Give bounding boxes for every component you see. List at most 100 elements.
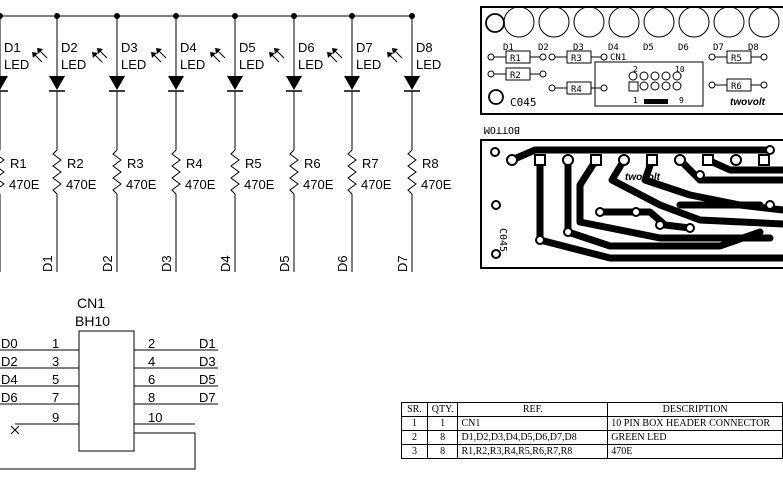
pcb-resistor-label: R4 bbox=[571, 85, 582, 95]
pcb-pad bbox=[730, 154, 742, 166]
pcb-led-outline bbox=[608, 6, 640, 38]
pcb-pad bbox=[655, 220, 665, 230]
pcb-led-label: D4 bbox=[608, 43, 619, 53]
bom-cell: 3 bbox=[401, 444, 428, 459]
junction-dot bbox=[0, 13, 3, 19]
pcb-bottom-view: BOTTOM twovolt C045 bbox=[480, 124, 783, 269]
pcb-pad bbox=[534, 154, 546, 166]
resistor-ref: R7 bbox=[362, 156, 379, 171]
pcb-traces bbox=[508, 146, 783, 262]
pcb-pad bbox=[765, 200, 775, 210]
net-label: D2 bbox=[100, 255, 115, 272]
pcb-led-outline bbox=[573, 6, 605, 38]
pcb-pad bbox=[535, 235, 545, 245]
pcb-top-code: C045 bbox=[510, 96, 537, 109]
connector-pin-left: 9 bbox=[52, 410, 59, 425]
pcb-pad bbox=[539, 53, 547, 61]
connector-net-right: D1 bbox=[199, 336, 216, 351]
bom-cell: 10 PIN BOX HEADER CONNECTOR bbox=[607, 416, 783, 431]
bom-header: QTY. bbox=[426, 402, 459, 417]
pin10-wire bbox=[0, 432, 196, 470]
pcb-pad bbox=[548, 84, 556, 92]
header-pin-label: 9 bbox=[679, 96, 684, 105]
no-connect-x bbox=[10, 425, 20, 435]
connector-pin-left: 7 bbox=[52, 390, 59, 405]
resistor-value: 470E bbox=[361, 177, 392, 192]
led-value: LED bbox=[416, 57, 441, 72]
connector-pin-right: 8 bbox=[148, 390, 155, 405]
pcb-resistor-label: R6 bbox=[731, 82, 742, 92]
resistor-value: 470E bbox=[421, 177, 452, 192]
bom-cell: GREEN LED bbox=[607, 430, 783, 445]
bom-cell: D1,D2,D3,D4,D5,D6,D7,D8 bbox=[457, 430, 609, 445]
pcb-bottom-title: BOTTOM bbox=[484, 124, 520, 135]
pcb-led-outline bbox=[503, 6, 535, 38]
bom-cell: CN1 bbox=[457, 416, 609, 431]
pcb-pad bbox=[760, 81, 768, 89]
resistor-ref: R1 bbox=[10, 156, 27, 171]
led-ref: D4 bbox=[180, 40, 197, 55]
connector-pin-right: 10 bbox=[148, 410, 162, 425]
pcb-pad bbox=[631, 207, 641, 217]
pcb-led-outline bbox=[643, 6, 675, 38]
mounting-hole bbox=[488, 89, 504, 105]
pcb-pad bbox=[702, 154, 714, 166]
header-pin-label: 10 bbox=[675, 65, 685, 74]
bom-cell: 8 bbox=[426, 430, 459, 445]
pcb-led-outline bbox=[678, 6, 710, 38]
pcb-pad bbox=[674, 154, 686, 166]
resistor-symbol bbox=[112, 149, 122, 195]
led-value: LED bbox=[180, 57, 205, 72]
header-pin-label: 1 bbox=[633, 96, 638, 105]
connector-net-left: D6 bbox=[1, 390, 18, 405]
bom-cell: 1 bbox=[426, 416, 459, 431]
resistor-value: 470E bbox=[244, 177, 275, 192]
connector-net-right: D7 bbox=[199, 390, 216, 405]
net-label: D4 bbox=[218, 255, 233, 272]
pcb-pad bbox=[661, 81, 671, 91]
led-value: LED bbox=[298, 57, 323, 72]
resistor-value: 470E bbox=[66, 177, 97, 192]
led-value: LED bbox=[4, 57, 29, 72]
connector-net-right: D3 bbox=[199, 354, 216, 369]
bill-of-materials: SR. QTY. REF. DESCRIPTION 1 1 CN1 10 PIN… bbox=[401, 402, 783, 459]
led-value: LED bbox=[61, 57, 86, 72]
pcb-led-outline bbox=[713, 6, 745, 38]
pcb-led-label: D5 bbox=[643, 43, 654, 53]
bom-header: SR. bbox=[401, 402, 428, 417]
connector-ref: CN1 bbox=[77, 295, 105, 311]
connector-type: BH10 bbox=[75, 313, 110, 329]
pcb-pad bbox=[765, 145, 775, 155]
net-label: D6 bbox=[335, 255, 350, 272]
resistor-value: 470E bbox=[303, 177, 334, 192]
pcb-top-cn1-label: CN1 bbox=[610, 53, 626, 63]
pcb-pad bbox=[548, 53, 556, 61]
net-label: D5 bbox=[277, 255, 292, 272]
led-ref: D6 bbox=[298, 40, 315, 55]
pcb-resistor-label: R3 bbox=[571, 54, 582, 64]
pcb-led-outline bbox=[748, 6, 780, 38]
resistor-value: 470E bbox=[9, 177, 40, 192]
led-ref: D2 bbox=[61, 40, 78, 55]
pcb-pad bbox=[646, 154, 658, 166]
pcb-resistor-label: R2 bbox=[510, 71, 521, 81]
header-pin-label: 2 bbox=[633, 65, 638, 74]
pcb-pad bbox=[487, 70, 495, 78]
bom-header: DESCRIPTION bbox=[607, 402, 783, 417]
pcb-top-brand: twovolt bbox=[730, 97, 766, 108]
connector-pin-right: 6 bbox=[148, 372, 155, 387]
pcb-pad bbox=[562, 154, 574, 166]
pcb-led-label: D8 bbox=[748, 43, 759, 53]
resistor-symbol bbox=[0, 150, 5, 194]
led-symbol bbox=[286, 76, 302, 90]
led-symbol bbox=[0, 76, 8, 90]
led-ref: D1 bbox=[4, 40, 21, 55]
pcb-pad bbox=[708, 81, 716, 89]
table-row: 1 1 CN1 10 PIN BOX HEADER CONNECTOR bbox=[401, 416, 783, 431]
pcb-bottom-brand: twovolt bbox=[625, 172, 661, 183]
pcb-pad bbox=[695, 170, 705, 180]
resistor-symbol bbox=[347, 149, 357, 195]
